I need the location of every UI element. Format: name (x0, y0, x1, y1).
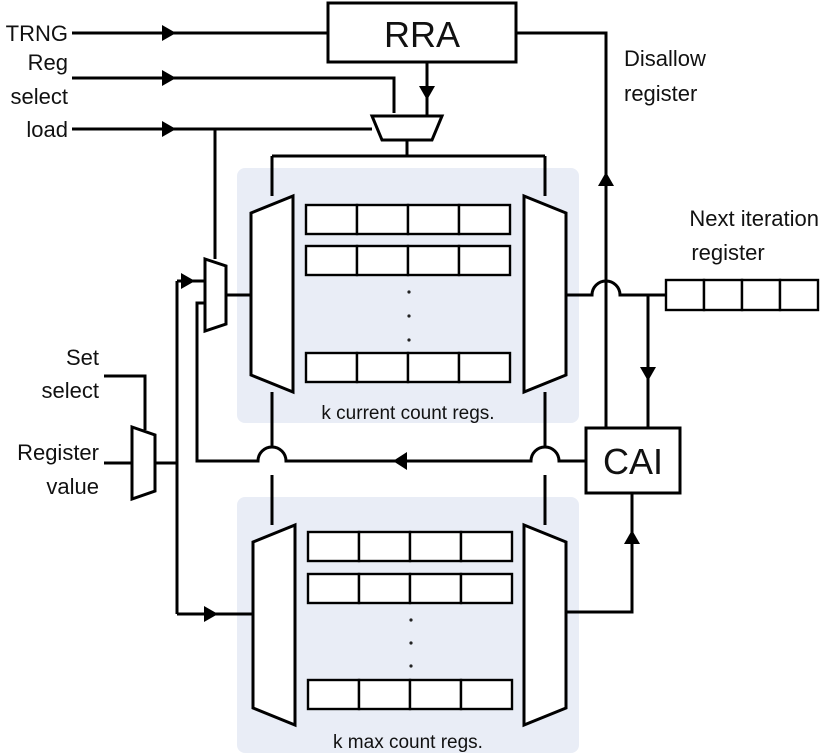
set-select-wire (104, 374, 147, 430)
current-register-cell (304, 351, 359, 384)
current-register-cell (406, 351, 461, 384)
max-demux (251, 522, 297, 728)
load-mux (203, 256, 228, 334)
rra-block (326, 1, 518, 64)
rra-mux (369, 114, 445, 142)
next-iteration-cell (778, 278, 820, 312)
cai-label: CAI (603, 441, 663, 482)
max-register-cell (459, 530, 514, 563)
current-register-cell (457, 203, 512, 236)
ellipsis-dot (407, 314, 411, 318)
next-iteration-cell (664, 278, 706, 312)
max-bank-caption: k max count regs. (333, 732, 483, 753)
disallow-wire (516, 31, 608, 428)
current-register-cell (355, 351, 410, 384)
max-register-cell (408, 678, 463, 711)
max-register-rows (306, 530, 514, 711)
current-output-wire (566, 279, 666, 297)
max-register-cell (459, 678, 514, 711)
set-select-label-2: select (42, 378, 99, 403)
disallow-label-2: register (624, 81, 697, 106)
reg-select-label-2: select (11, 84, 68, 109)
current-register-cell (406, 203, 461, 236)
max-register-cell (408, 572, 463, 605)
max-register-cell (408, 530, 463, 563)
reg-select-wire (72, 76, 396, 113)
reg-select-arrow (162, 70, 176, 86)
max-register-cell (357, 530, 412, 563)
arrowheads (162, 25, 656, 622)
current-register-cell (457, 244, 512, 277)
ellipsis-dots (407, 290, 413, 668)
trng-arrow (162, 25, 176, 41)
trng-label: TRNG (6, 21, 68, 46)
max-register-cell (306, 572, 361, 605)
cai-feedback-wire (195, 301, 586, 463)
ellipsis-dot (407, 290, 411, 294)
ellipsis-dot (409, 618, 413, 622)
max-register-cell (357, 572, 412, 605)
current-register-cell (355, 203, 410, 236)
regval-mux-arrow (181, 273, 195, 289)
current-demux (249, 193, 295, 395)
reg-select-label-1: Reg (28, 50, 68, 75)
max-up-arrow (624, 530, 640, 544)
max-register-cell (306, 530, 361, 563)
rra-down-arrow (419, 86, 435, 100)
cai-block (584, 426, 682, 495)
max-mux (522, 522, 568, 728)
next-iteration-label-1: Next iteration (689, 206, 819, 231)
max-register-cell (357, 678, 412, 711)
next-iteration-register (664, 278, 820, 312)
current-register-cell (304, 203, 359, 236)
ellipsis-dot (409, 664, 413, 668)
next-iteration-cell (740, 278, 782, 312)
current-register-cell (304, 244, 359, 277)
register-value-label-1: Register (17, 440, 99, 465)
current-register-cell (355, 244, 410, 277)
load-arrow (162, 121, 176, 137)
current-register-cell (457, 351, 512, 384)
regval-max-arrow (204, 606, 218, 622)
load-label: load (26, 117, 68, 142)
max-register-cell (306, 678, 361, 711)
current-mux (522, 193, 568, 395)
next-iteration-label-2: register (691, 240, 764, 265)
cai-feedback-arrow (393, 452, 407, 470)
disallow-up-arrow (598, 172, 614, 186)
set-select-label-1: Set (66, 345, 99, 370)
current-register-rows (304, 203, 512, 384)
ellipsis-dot (409, 641, 413, 645)
register-value-label-2: value (46, 474, 99, 499)
set-select-mux (130, 424, 157, 502)
ellipsis-dot (407, 338, 411, 342)
next-iteration-cell (702, 278, 744, 312)
max-register-cell (459, 572, 514, 605)
rra-label: RRA (384, 14, 460, 55)
current-register-cell (406, 244, 461, 277)
current-bank-caption: k current count regs. (321, 403, 494, 424)
next-down-arrow (640, 367, 656, 381)
disallow-label-1: Disallow (624, 46, 706, 71)
